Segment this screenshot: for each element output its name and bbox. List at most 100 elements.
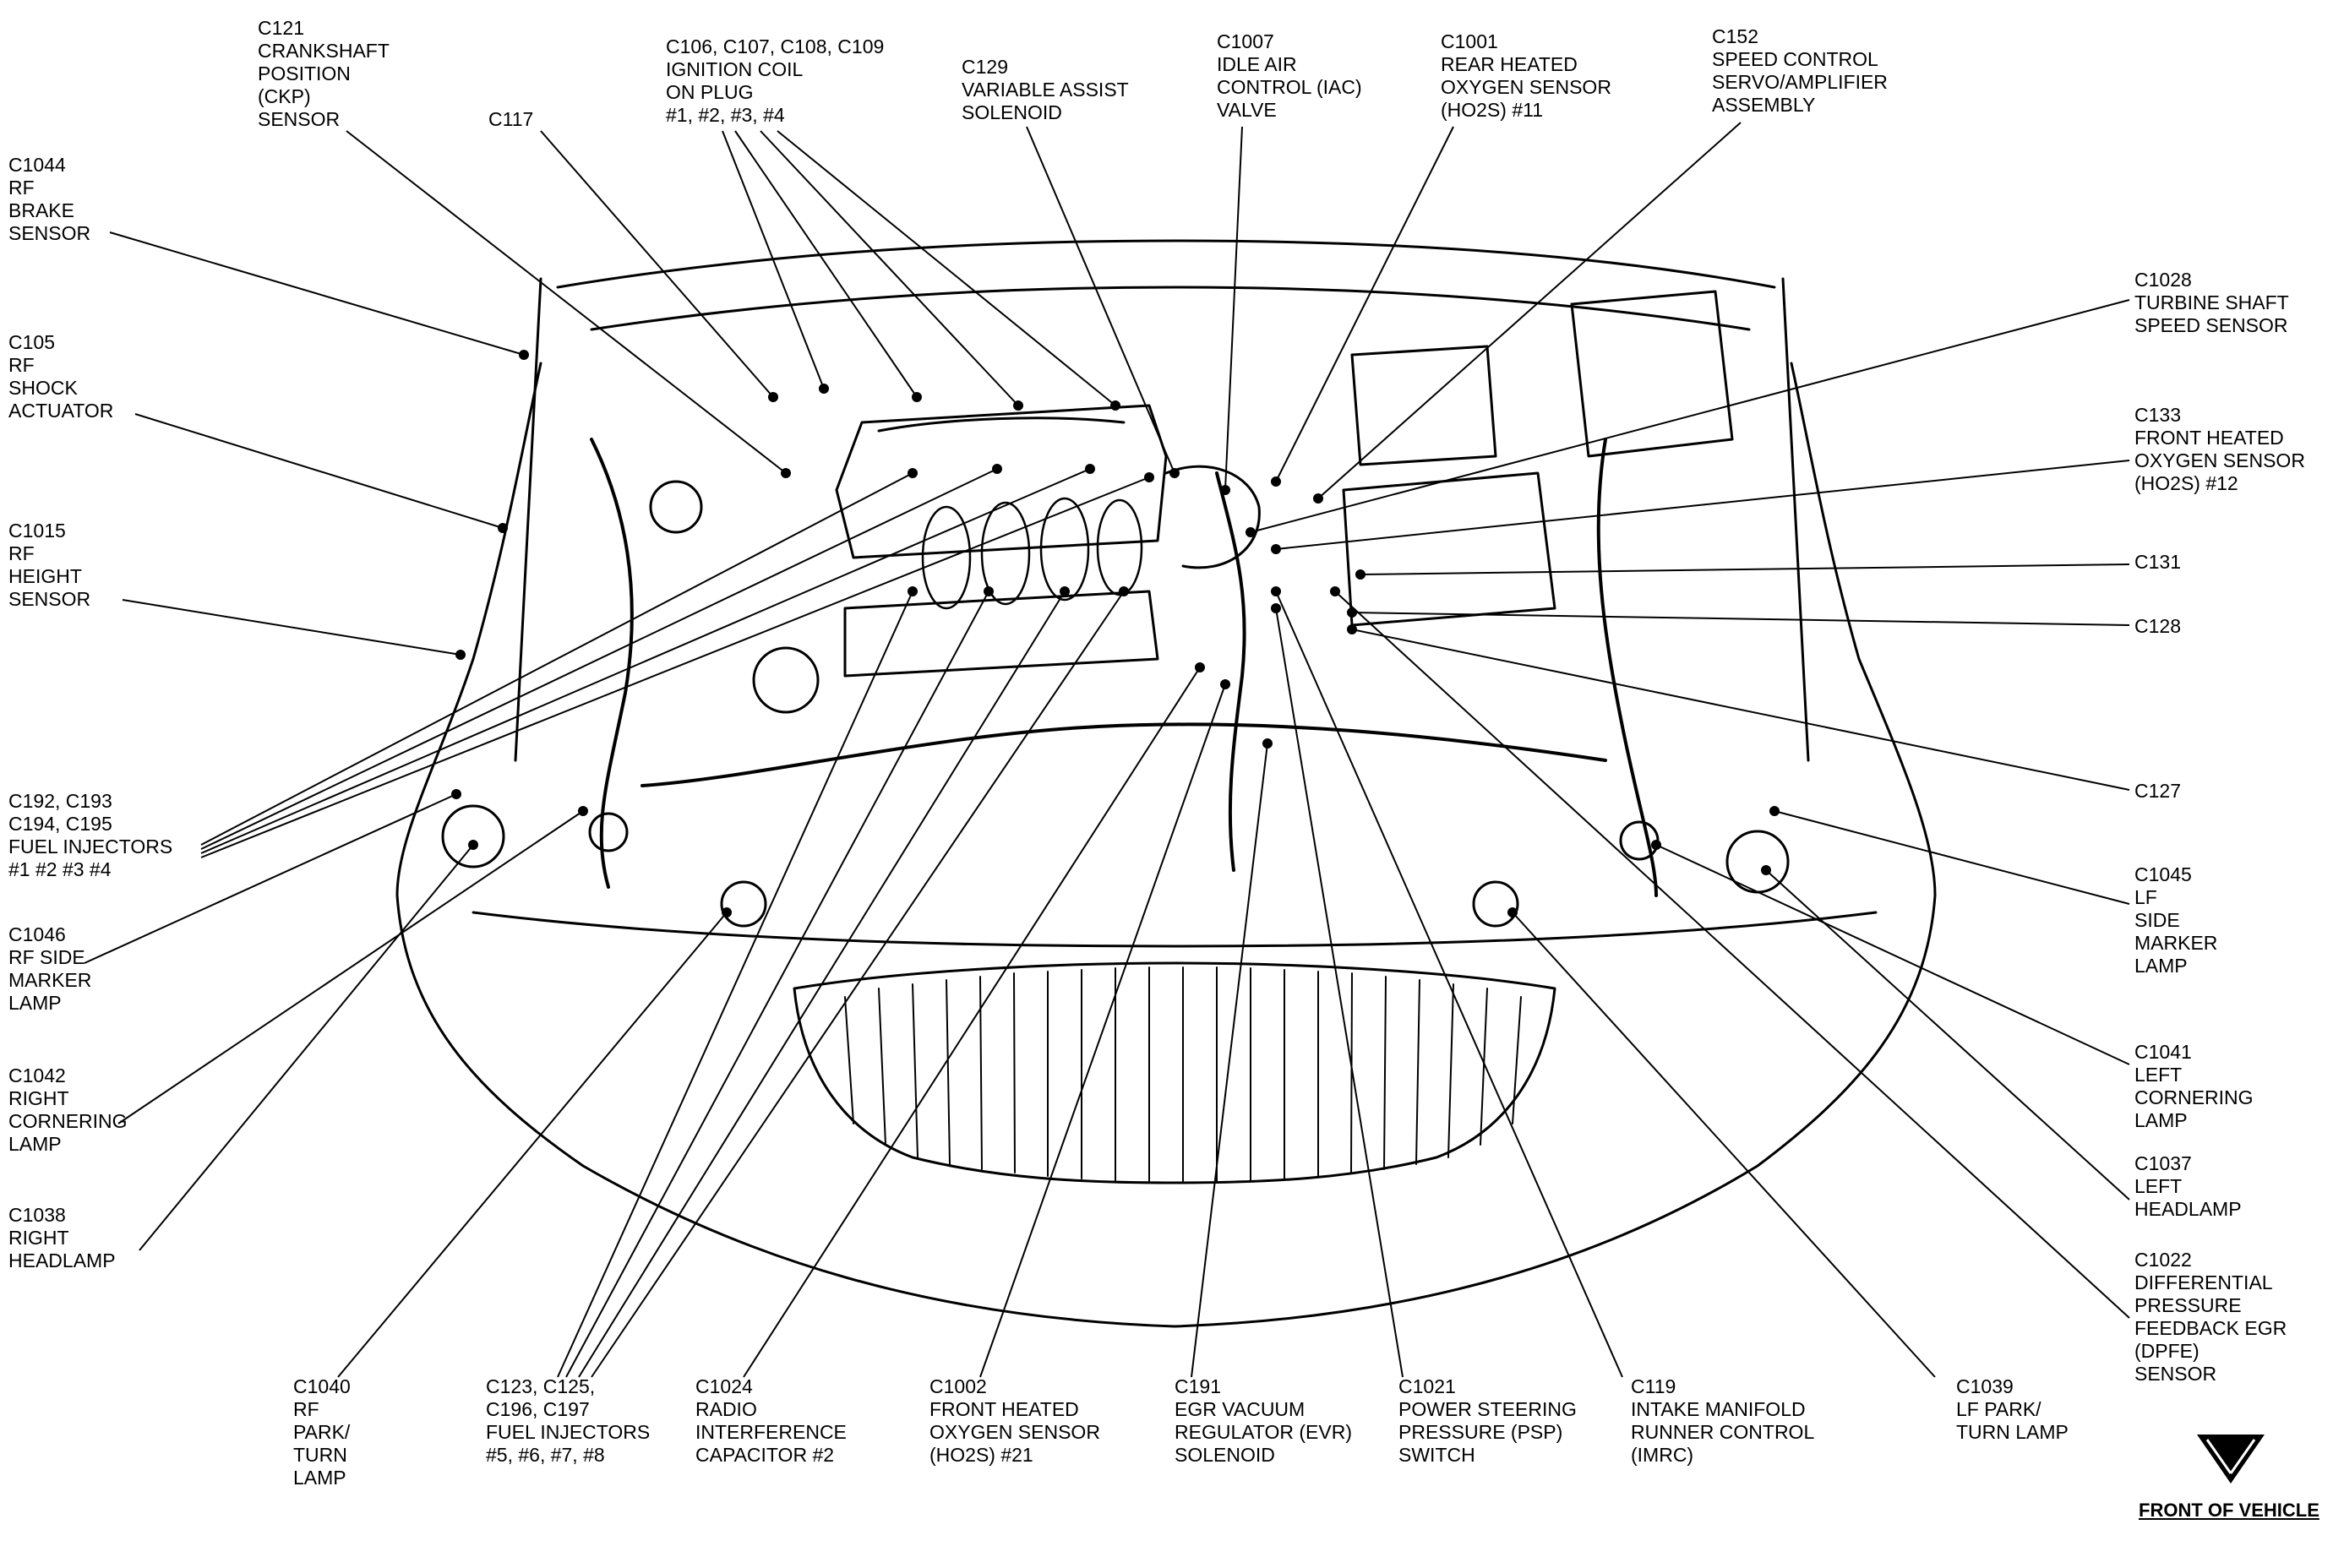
callout-line: PRESSURE [2134, 1294, 2242, 1316]
radiator-support [472, 911, 1878, 948]
callout-line: REAR HEATED [1441, 53, 1578, 75]
callout-c128: C128 [2134, 615, 2181, 638]
callout-line: C1044 [8, 154, 66, 176]
throttle-body [1164, 465, 1261, 569]
leader-arrowhead-c1028-0 [1246, 527, 1256, 537]
leader-line-c1015-0 [122, 599, 461, 656]
callout-line: #5, #6, #7, #8 [486, 1444, 605, 1466]
callout-line: C105 [8, 331, 55, 353]
callout-line: FUEL INJECTORS [486, 1421, 651, 1443]
callout-line: (HO2S) #12 [2134, 472, 2238, 494]
callout-line: RF [8, 177, 35, 199]
callout-line: CORNERING [8, 1110, 128, 1132]
leader-line-c1001-0 [1275, 126, 1454, 482]
leader-line-c192-0 [200, 472, 913, 846]
callout-line: CRANKSHAFT [258, 40, 390, 62]
leader-line-c123-1 [565, 591, 989, 1378]
leader-line-c121-0 [346, 130, 787, 474]
callout-line: LAMP [8, 1133, 62, 1155]
leader-line-c1044-0 [109, 231, 525, 356]
leader-arrowhead-c1024-0 [1195, 662, 1205, 672]
leader-line-c1028-0 [1250, 299, 2130, 533]
leader-arrowhead-c1021-0 [1271, 603, 1281, 613]
leader-line-c128-0 [1351, 612, 2130, 626]
reservoir-cap [649, 480, 703, 534]
callout-line: RF [8, 354, 35, 376]
callout-c117: C117 [488, 108, 533, 131]
callout-line: ASSEMBLY [1712, 94, 1816, 116]
callout-c127: C127 [2134, 780, 2181, 803]
leader-arrowhead-c127-0 [1347, 624, 1357, 634]
leader-arrowhead-c152-0 [1313, 493, 1323, 504]
leader-arrowhead-c123-3 [1119, 586, 1129, 596]
callout-line: LF [2134, 886, 2157, 908]
callout-line: C127 [2134, 780, 2181, 802]
callout-line: FRONT HEATED [2134, 427, 2284, 449]
callout-line: SPEED SENSOR [2134, 314, 2288, 336]
callout-line: EGR VACUUM [1175, 1398, 1306, 1420]
callout-line: MARKER [2134, 932, 2218, 954]
callout-line: HEADLAMP [2134, 1198, 2242, 1220]
leader-arrowhead-c1001-0 [1271, 476, 1281, 487]
callout-line: C121 [258, 17, 304, 39]
front-of-vehicle-label: FRONT OF VEHICLE [2139, 1500, 2319, 1521]
leader-line-c129-0 [1026, 126, 1175, 474]
callout-line: RIGHT [8, 1087, 69, 1109]
callout-line: SENSOR [8, 222, 91, 244]
leader-arrowhead-c106-1 [912, 392, 922, 402]
leader-arrowhead-c192-2 [1085, 464, 1095, 474]
callout-c131: C131 [2134, 551, 2181, 574]
callout-line: LEFT [2134, 1064, 2183, 1086]
callout-line: LAMP [8, 992, 62, 1014]
callout-line: C1022 [2134, 1249, 2192, 1271]
leader-arrowhead-c106-3 [1110, 400, 1120, 411]
callout-line: C1039 [1956, 1375, 2014, 1397]
leader-arrowhead-c1007-0 [1220, 485, 1230, 495]
fuel-rail [877, 416, 1126, 433]
callout-line: C196, C197 [486, 1398, 590, 1420]
engine-sketch [395, 239, 1937, 1328]
leader-line-c106-1 [734, 130, 918, 398]
leader-line-c1039-0 [1512, 912, 1936, 1378]
callout-line: TURBINE SHAFT [2134, 291, 2289, 313]
callout-line: C1042 [8, 1064, 66, 1086]
leader-arrowhead-c133-0 [1271, 544, 1281, 554]
callout-line: SERVO/AMPLIFIER [1712, 71, 1888, 93]
callout-line: VALVE [1217, 99, 1277, 121]
leader-arrowhead-c1002-0 [1220, 679, 1230, 689]
leader-line-c1038-0 [139, 844, 474, 1251]
callout-line: SIDE [2134, 909, 2180, 931]
callout-line: C1037 [2134, 1152, 2192, 1174]
leader-line-c123-0 [557, 591, 913, 1378]
callout-line: CORNERING [2134, 1086, 2254, 1108]
callout-line: C106, C107, C108, C109 [666, 35, 885, 57]
callout-line: LF PARK/ [1956, 1398, 2041, 1420]
callout-line: FRONT HEATED [929, 1398, 1079, 1420]
callout-line: (CKP) [258, 85, 311, 107]
leader-arrowhead-c1041-0 [1651, 840, 1661, 850]
callout-line: SHOCK [8, 377, 78, 399]
callout-line: HEADLAMP [8, 1250, 116, 1271]
callout-line: RADIO [695, 1398, 757, 1420]
leader-arrowhead-c1038-0 [468, 840, 478, 850]
headlamp-bulbs [441, 804, 1790, 928]
callout-line: SENSOR [8, 588, 91, 610]
wiring-harness-left [1596, 438, 1658, 897]
leader-arrowhead-c123-0 [908, 586, 918, 596]
callout-line: INTERFERENCE [695, 1421, 847, 1443]
callout-line: SOLENOID [1175, 1444, 1275, 1466]
leader-arrowhead-c1040-0 [722, 907, 732, 917]
leader-line-c119-0 [1275, 591, 1623, 1378]
callout-line: (HO2S) #11 [1441, 99, 1544, 121]
windshield-cowl [556, 239, 1776, 289]
